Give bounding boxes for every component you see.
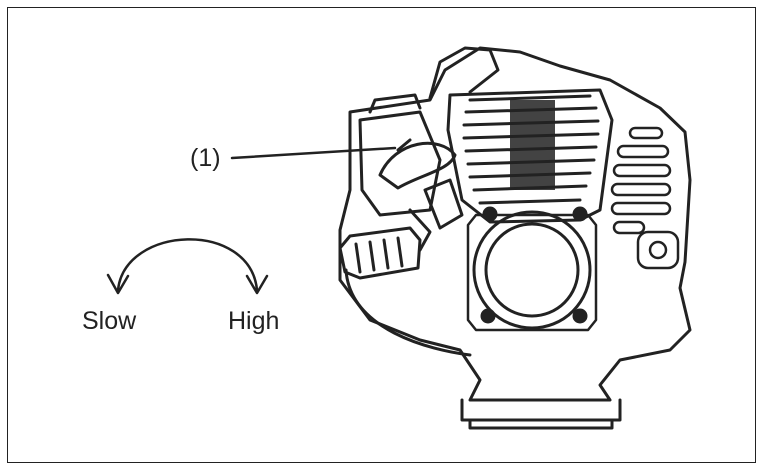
slow-label: Slow [82,307,137,335]
speed-arrow-icon [106,238,269,295]
callout-leader-line [230,146,397,160]
spark-plug-boot [428,46,500,100]
cylinder-fins [446,88,614,224]
flywheel-cover [466,206,598,332]
idle-adjustment-screw [378,138,464,252]
vent-slots [610,126,680,270]
air-filter-knob [338,226,422,280]
engine-housing [338,46,692,430]
high-label: High [228,307,280,335]
diagram-frame [7,7,756,463]
callout-label-1: (1) [190,144,221,172]
